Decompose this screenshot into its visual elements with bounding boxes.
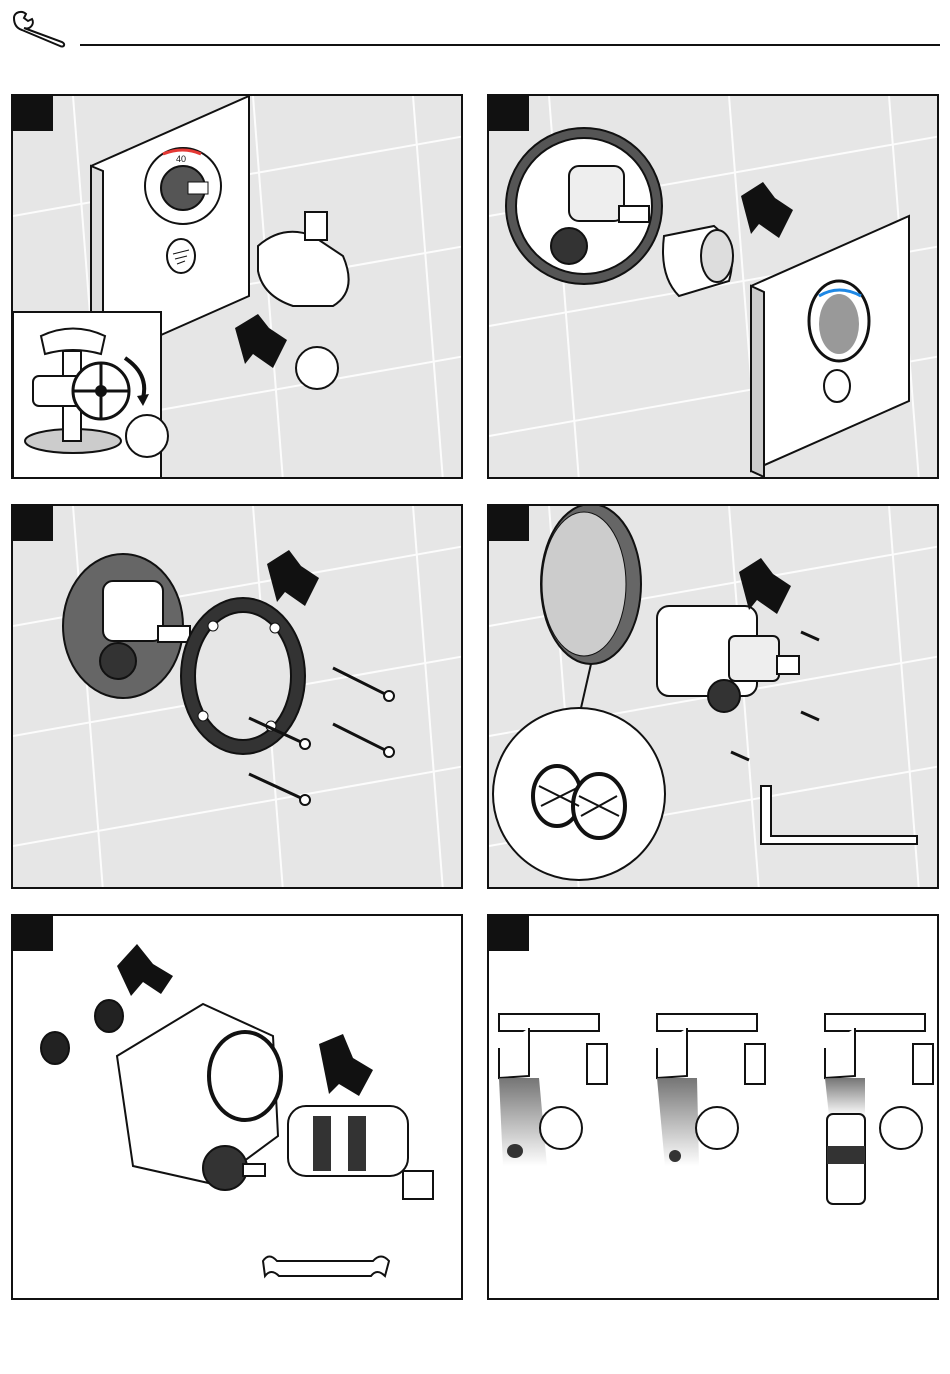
callout-circle bbox=[696, 1107, 738, 1149]
step-badge-6 bbox=[489, 916, 529, 951]
step-badge-4 bbox=[489, 506, 529, 541]
faucet-rinse-nonreturn bbox=[657, 1014, 765, 1166]
open-end-wrench bbox=[263, 1257, 389, 1277]
step-4-illustration bbox=[489, 506, 939, 889]
callout-circle bbox=[296, 347, 338, 389]
valve-body bbox=[657, 606, 799, 712]
step-panel-1: 40 bbox=[11, 94, 463, 479]
step-badge-3 bbox=[13, 506, 53, 541]
handle-knob bbox=[258, 212, 349, 306]
step-badge-2 bbox=[489, 96, 529, 131]
callout-circle bbox=[126, 415, 168, 457]
step-badge-1 bbox=[13, 96, 53, 131]
step-badge-5 bbox=[13, 916, 53, 951]
step-panel-5 bbox=[11, 914, 463, 1300]
trim-temp-label: 40 bbox=[176, 154, 186, 164]
callout-circle bbox=[880, 1107, 922, 1149]
step-panel-4 bbox=[487, 504, 939, 889]
valve-body bbox=[117, 1004, 281, 1190]
step-3-illustration bbox=[13, 506, 463, 889]
step-5-illustration bbox=[13, 916, 463, 1300]
step-2-illustration bbox=[489, 96, 939, 479]
trim-ring bbox=[181, 598, 305, 754]
step-1-illustration: 40 bbox=[13, 96, 463, 479]
wrench-icon bbox=[8, 8, 72, 48]
step-6-illustration bbox=[489, 916, 939, 1300]
thermostat-cartridge bbox=[288, 1106, 433, 1199]
callout-circle bbox=[540, 1107, 582, 1149]
faucet-rinse-cartridge bbox=[825, 1014, 933, 1204]
step-panel-3 bbox=[11, 504, 463, 889]
faucet-rinse-strainer bbox=[499, 1014, 607, 1166]
header-rule bbox=[80, 44, 940, 46]
step-panel-2 bbox=[487, 94, 939, 479]
step-panel-6 bbox=[487, 914, 939, 1300]
